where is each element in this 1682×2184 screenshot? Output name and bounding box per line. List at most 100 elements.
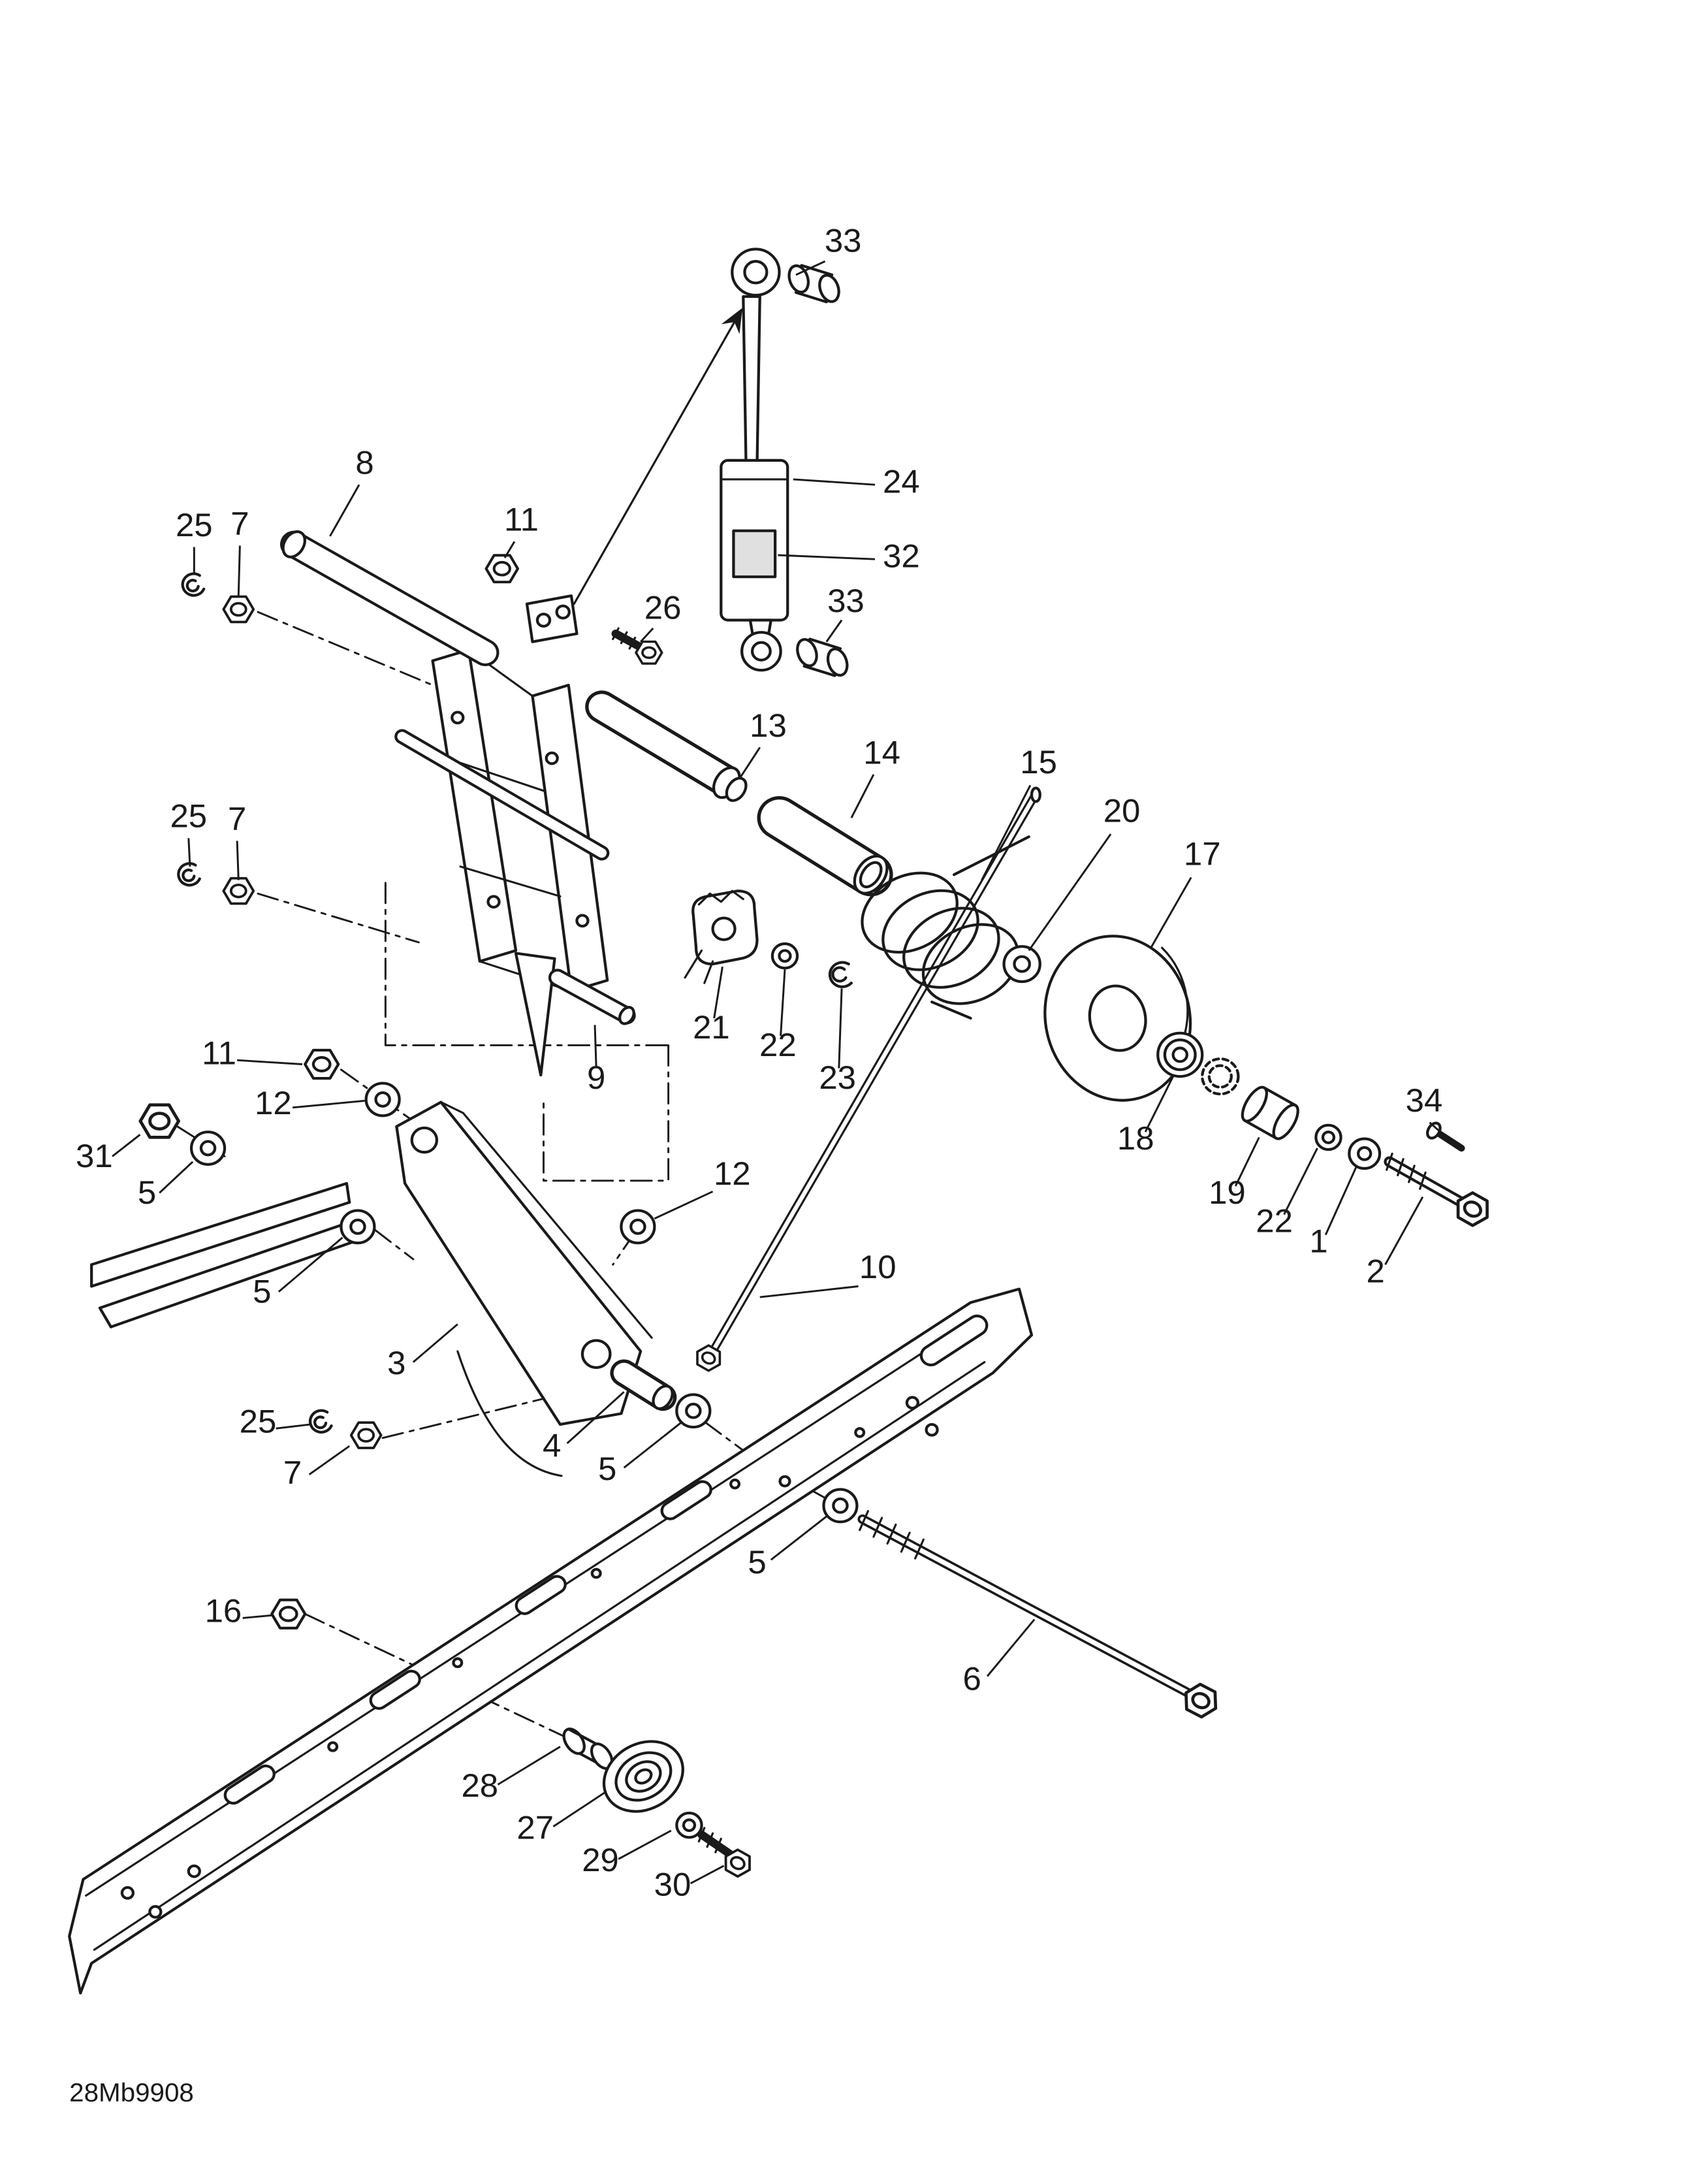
callout-8: 8 xyxy=(355,444,373,481)
torsion-spring-15 xyxy=(861,835,1030,1020)
bolt-2 xyxy=(1384,1152,1495,1229)
callout-leader-12 xyxy=(654,1191,714,1220)
callout-leader-7 xyxy=(308,1445,351,1475)
callout-23: 23 xyxy=(819,1059,856,1095)
callout-leader-1 xyxy=(1324,1166,1357,1236)
callout-7: 7 xyxy=(283,1454,302,1491)
nut-7-c xyxy=(349,1421,383,1449)
callout-leader-31 xyxy=(112,1134,141,1157)
arm-bracket-3 xyxy=(395,1100,653,1477)
callout-33: 33 xyxy=(825,222,862,259)
callout-leader-6 xyxy=(986,1618,1036,1677)
washer-5-a xyxy=(191,1132,225,1164)
callout-leader-25 xyxy=(276,1423,311,1430)
callout-leader-30 xyxy=(690,1865,725,1885)
fitting-34 xyxy=(1426,1121,1465,1152)
callout-leader-16 xyxy=(242,1614,272,1619)
callout-33: 33 xyxy=(827,583,865,619)
callout-30: 30 xyxy=(654,1866,691,1903)
callout-leader-5 xyxy=(623,1421,683,1469)
callout-14: 14 xyxy=(863,734,900,771)
drawing-number: 28Mb9908 xyxy=(69,2079,194,2107)
callout-19: 19 xyxy=(1209,1174,1246,1211)
washer-5-d xyxy=(823,1489,857,1522)
callout-leader-10 xyxy=(759,1285,859,1298)
callout-3: 3 xyxy=(387,1345,405,1381)
callout-leader-12 xyxy=(292,1100,365,1109)
callout-leader-33 xyxy=(825,619,843,643)
callout-27: 27 xyxy=(516,1809,554,1846)
callout-leader-29 xyxy=(618,1829,672,1860)
washer-22-right xyxy=(1316,1125,1341,1149)
bolt-26 xyxy=(611,627,663,665)
callout-22: 22 xyxy=(1256,1202,1293,1239)
callout-5: 5 xyxy=(253,1273,271,1309)
callout-31: 31 xyxy=(76,1138,113,1174)
callout-leader-21 xyxy=(713,967,723,1019)
callout-22: 22 xyxy=(759,1027,797,1063)
shock-label-window-32 xyxy=(732,529,777,579)
callout-leader-24 xyxy=(793,478,876,486)
callout-4: 4 xyxy=(543,1427,561,1464)
sleeve-14 xyxy=(757,796,893,897)
callout-leader-13 xyxy=(739,747,761,778)
callout-leader-11 xyxy=(503,541,516,558)
callout-10: 10 xyxy=(859,1249,897,1285)
left-rail xyxy=(90,1181,360,1328)
callout-7: 7 xyxy=(230,505,249,541)
callout-34: 34 xyxy=(1406,1082,1443,1119)
callout-leader-5 xyxy=(159,1161,194,1194)
callout-21: 21 xyxy=(693,1009,730,1046)
callout-leader-7 xyxy=(236,841,240,880)
callout-5: 5 xyxy=(748,1544,766,1581)
callout-leader-22 xyxy=(780,969,786,1036)
callout-16: 16 xyxy=(205,1592,242,1629)
cam-21 xyxy=(684,890,759,984)
callout-leader-19 xyxy=(1234,1136,1260,1187)
callout-13: 13 xyxy=(750,707,787,743)
washer-1 xyxy=(1348,1137,1382,1170)
callout-leader-5 xyxy=(770,1515,827,1561)
pivot-tube-4 xyxy=(610,1359,677,1411)
push-clip-25-b xyxy=(178,863,200,885)
callout-17: 17 xyxy=(1184,835,1221,872)
callout-leader-15 xyxy=(981,784,1032,881)
callout-5: 5 xyxy=(138,1174,156,1211)
washer-20 xyxy=(1002,945,1041,984)
nut-7-a xyxy=(222,595,255,624)
callout-leader-17 xyxy=(1150,876,1192,948)
idler-wheel-17 xyxy=(1043,935,1192,1102)
callout-leader-32 xyxy=(778,554,876,560)
nut-7-b xyxy=(222,876,255,905)
nut-11-left xyxy=(305,1050,338,1078)
callout-26: 26 xyxy=(644,589,682,626)
washer-12-a xyxy=(366,1084,400,1116)
callout-29: 29 xyxy=(582,1842,619,1878)
callout-leader-14 xyxy=(850,774,875,818)
callout-leader-33 xyxy=(795,260,826,276)
callout-7: 7 xyxy=(228,800,246,837)
callout-leader-3 xyxy=(412,1323,458,1363)
callout-leader-28 xyxy=(497,1746,561,1786)
callout-11: 11 xyxy=(202,1035,236,1071)
cross-shaft-8 xyxy=(279,530,500,666)
lower-cross-shaft xyxy=(394,729,610,861)
shaft-9 xyxy=(548,969,636,1025)
roller-27 xyxy=(602,1740,684,1813)
callout-5: 5 xyxy=(598,1451,616,1487)
bolt-30 xyxy=(697,1827,757,1882)
bushing-33-bottom xyxy=(796,637,849,677)
callout-9: 9 xyxy=(587,1059,605,1095)
callout-25: 25 xyxy=(240,1403,277,1439)
callout-leader-4 xyxy=(566,1391,625,1445)
callout-leader-5 xyxy=(278,1236,343,1293)
mount-bracket xyxy=(525,594,579,643)
callout-leader-27 xyxy=(552,1791,605,1827)
callout-leader-18 xyxy=(1144,1076,1174,1132)
drawing xyxy=(68,248,1495,1995)
callout-18: 18 xyxy=(1117,1120,1154,1157)
callout-leader-7 xyxy=(237,545,241,596)
shock-absorber-24 xyxy=(720,248,789,672)
